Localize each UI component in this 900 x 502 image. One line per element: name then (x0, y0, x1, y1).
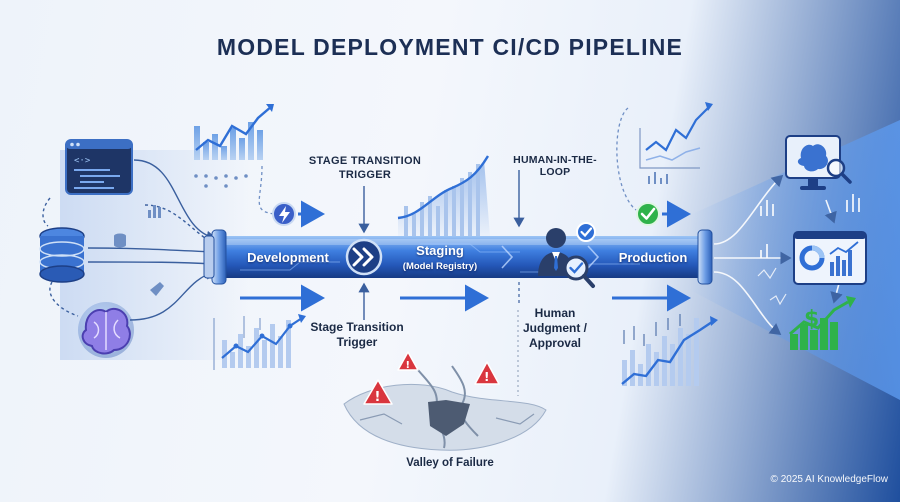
bottom-right-chart (621, 314, 718, 386)
monitor-brain-icon (785, 135, 852, 190)
human-judgment-label: Human Judgment / Approval (522, 306, 587, 350)
page-title: MODEL DEPLOYMENT CI/CD PIPELINE (216, 34, 684, 60)
stage-transition-trigger-top-label: STAGE TRANSITION TRIGGER (308, 155, 422, 181)
human-in-the-loop-label: HUMAN-IN-THE-LOOP (513, 154, 597, 178)
dotted-approval-arrow (616, 107, 637, 211)
development-stage-label: Development (247, 250, 329, 265)
top-right-line-chart (639, 102, 713, 184)
pipe-chevrons (501, 245, 600, 269)
small-source-icons (114, 205, 164, 296)
valley-of-failure-label: Valley of Failure (406, 457, 494, 469)
check-circle-icon (636, 202, 660, 226)
staging-substage-label: (Model Registry) (402, 261, 478, 272)
brain-icon (78, 302, 134, 358)
source-flow-arrows (42, 159, 217, 321)
dollar-icon: $ (804, 307, 819, 332)
bottom-left-bar-chart (213, 314, 306, 370)
staging-stage-label: Staging (416, 243, 464, 258)
fast-forward-icon (345, 238, 383, 276)
lightning-icon (272, 202, 296, 226)
right-sparkles (757, 194, 860, 306)
svg-text:!: ! (484, 370, 489, 384)
code-window-icon: <·> (65, 139, 133, 195)
warning-icon: ! (363, 379, 393, 405)
warning-icon: ! (474, 361, 500, 385)
staging-area-chart (397, 155, 490, 236)
magnifier-icon (563, 255, 595, 288)
warning-icon: ! (397, 351, 419, 371)
output-flow-arrows (713, 174, 843, 335)
dotted-trigger-arrow (258, 165, 277, 215)
production-stage-label: Production (618, 250, 688, 265)
svg-text:<·>: <·> (74, 156, 91, 166)
dollar-growth-icon: $ (789, 296, 856, 350)
top-left-bar-chart (194, 104, 274, 188)
valley-of-failure (343, 310, 547, 451)
svg-text:!: ! (406, 360, 411, 371)
copyright-text: © 2025 AI KnowledgeFlow (770, 474, 888, 485)
dashboard-icon (793, 231, 867, 285)
database-icon (39, 227, 85, 283)
svg-text:!: ! (375, 390, 381, 405)
check-circle-icon (576, 222, 596, 242)
stage-transition-trigger-bottom-label: Stage Transition Trigger (310, 320, 404, 349)
